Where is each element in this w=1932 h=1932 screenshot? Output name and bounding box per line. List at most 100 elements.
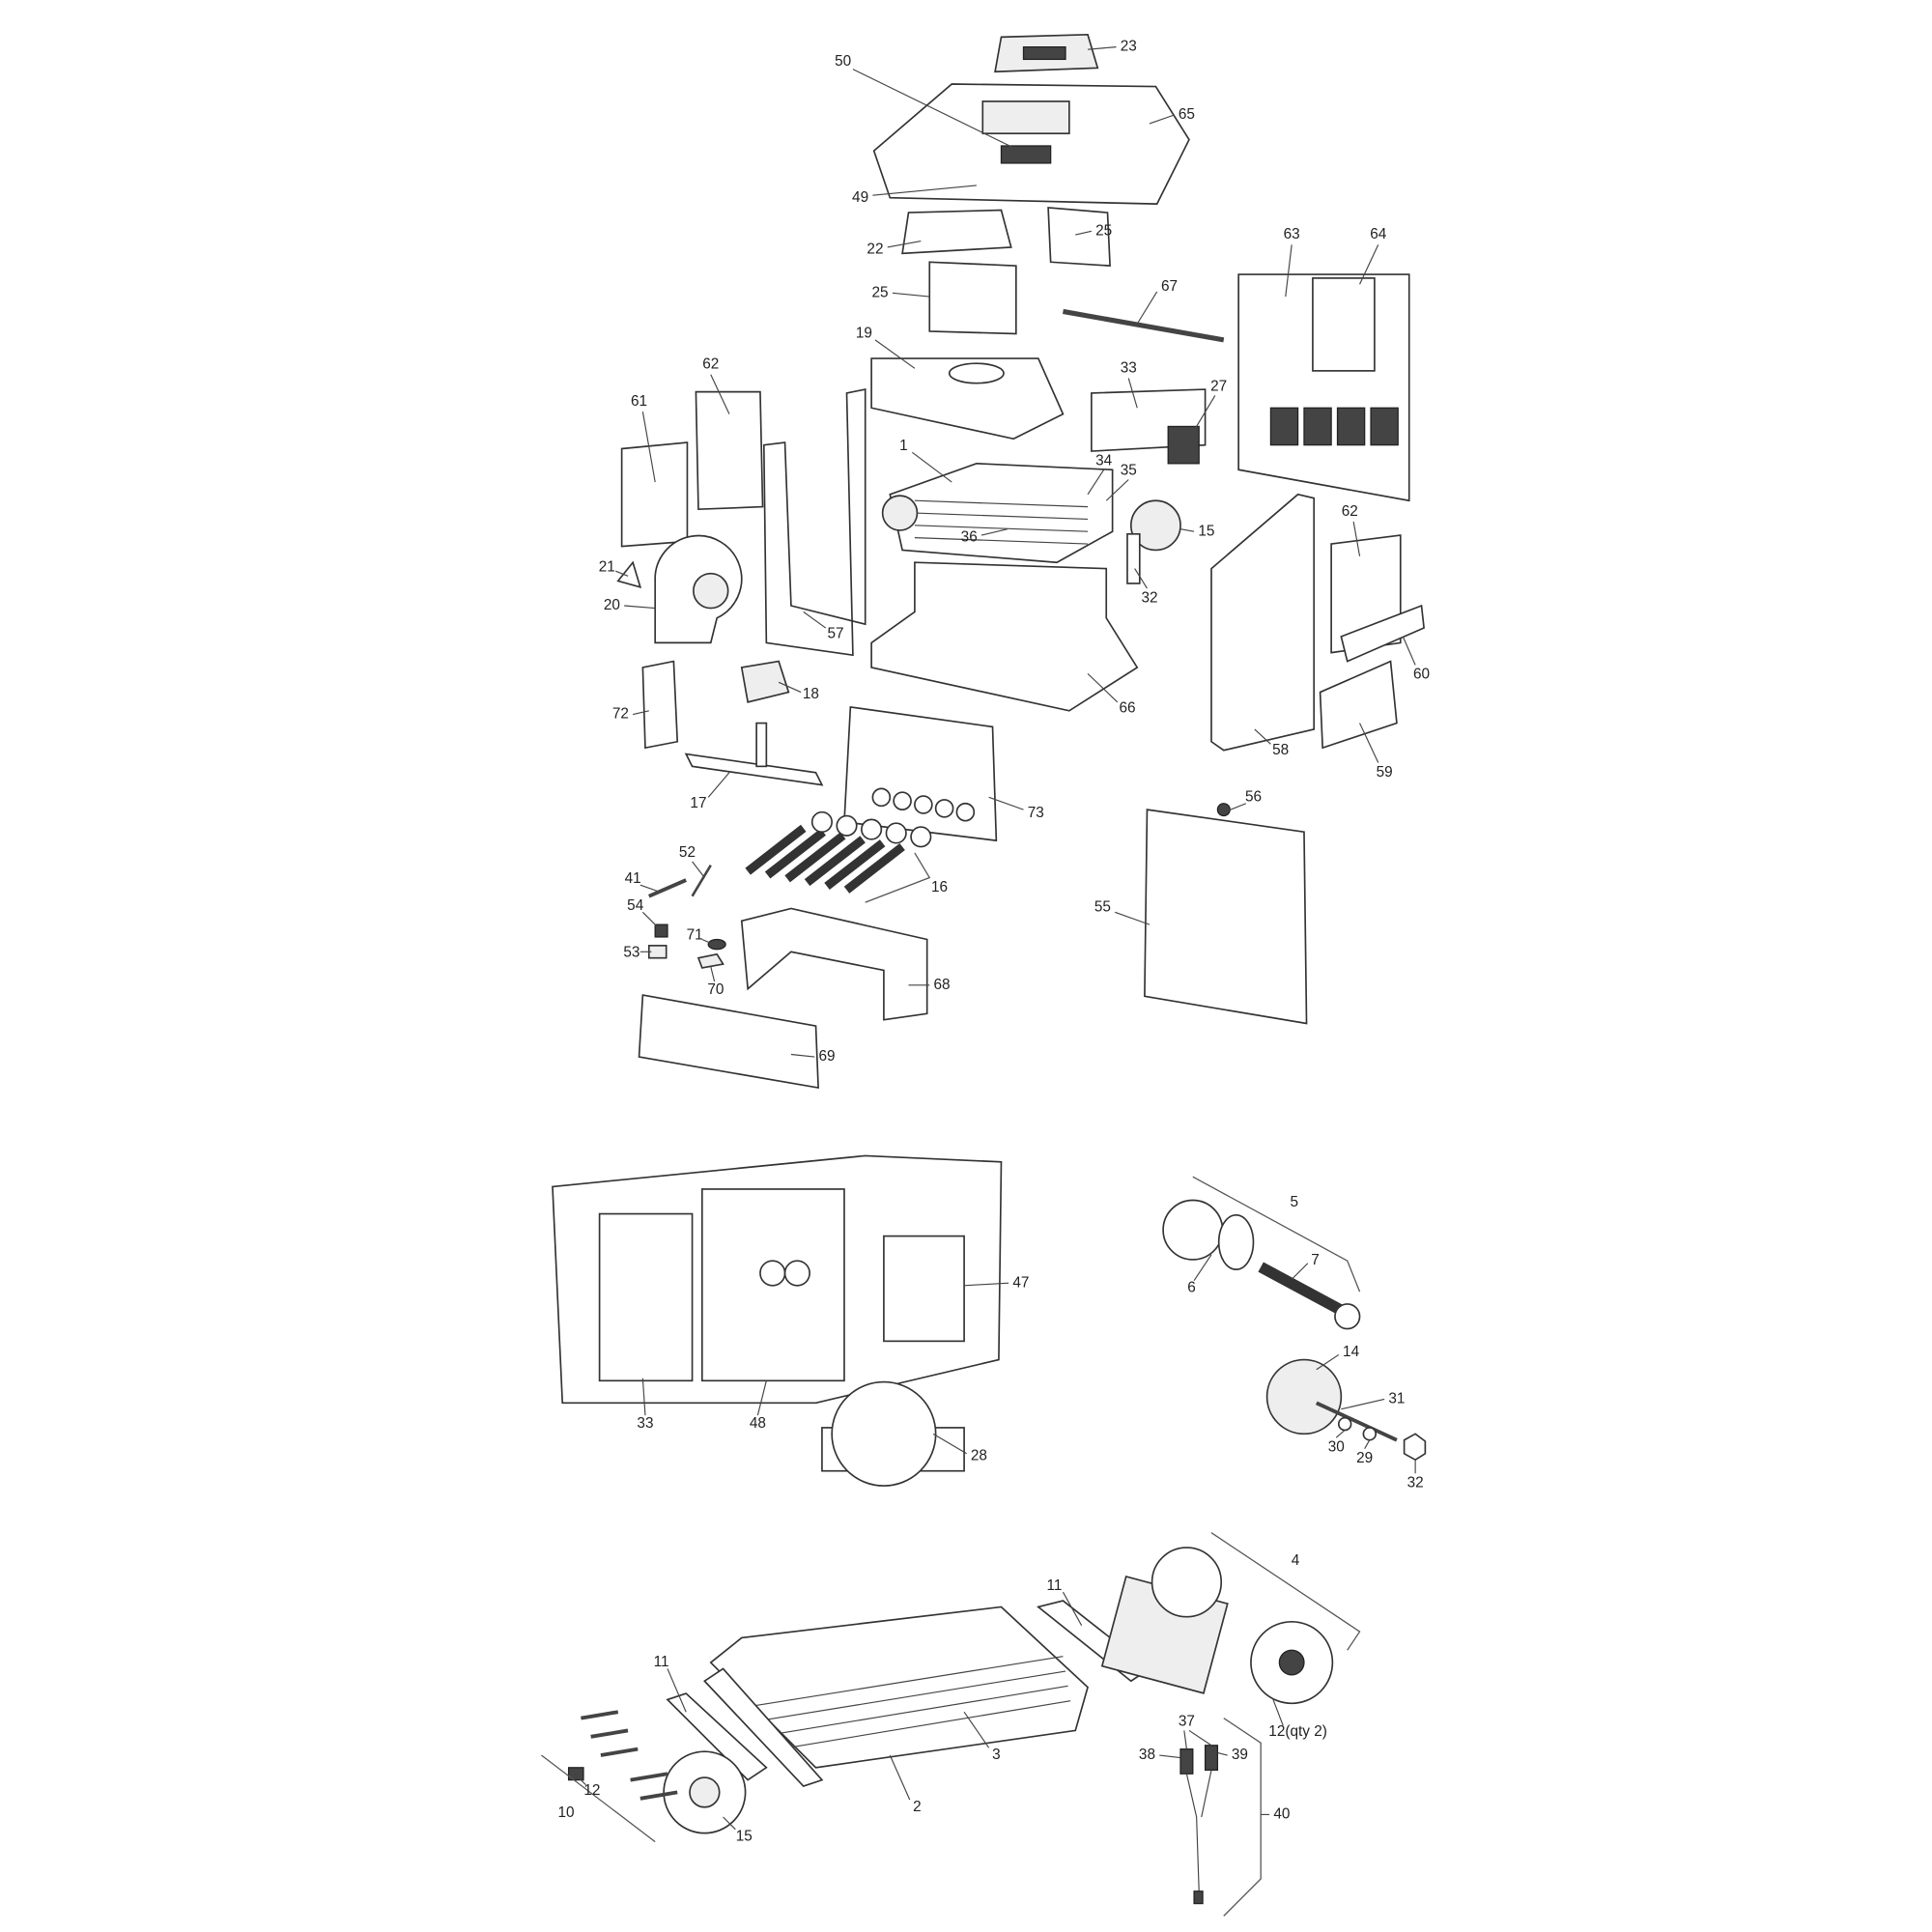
label-49: 49: [852, 189, 868, 206]
part-66-base: [870, 561, 1139, 712]
part-54-clip: [654, 923, 668, 938]
part-25-box: [928, 261, 1017, 335]
label-73: 73: [1028, 805, 1044, 821]
part-15-port: [689, 1776, 721, 1808]
label-50: 50: [835, 53, 851, 70]
label-21: 21: [599, 558, 615, 575]
label-7: 7: [1311, 1252, 1320, 1268]
part-shapes-bottom: [541, 1532, 1361, 1917]
part-5-burner-head: [1162, 1199, 1224, 1261]
part-73-holes: [871, 787, 976, 822]
label-28: 28: [971, 1447, 987, 1463]
label-35: 35: [1121, 463, 1137, 479]
label-56: 56: [1245, 788, 1262, 805]
label-63: 63: [1284, 226, 1300, 242]
callout-labels: 23 50 65 49 22 25 25 67 63 64 19 62 61 3…: [558, 39, 1431, 1845]
label-1: 1: [899, 438, 908, 454]
part-55-door: [1144, 809, 1308, 1025]
label-67: 67: [1161, 278, 1178, 295]
part-6-gasket: [1217, 1214, 1255, 1270]
part-23-inner: [1022, 45, 1066, 61]
label-6: 6: [1187, 1279, 1196, 1295]
label-32: 32: [1141, 589, 1157, 606]
part-68-bracket: [740, 907, 928, 1021]
part-60-strip: [1340, 604, 1425, 663]
label-14: 14: [1343, 1344, 1360, 1360]
part-30-washer: [1337, 1416, 1352, 1432]
label-15: 15: [1198, 523, 1214, 539]
part-67-rod: [1063, 308, 1225, 343]
label-61: 61: [631, 393, 647, 410]
part-69-panel: [638, 994, 819, 1090]
label-2: 2: [913, 1799, 922, 1815]
label-20: 20: [604, 597, 620, 613]
label-72: 72: [612, 706, 629, 723]
label-5: 5: [1290, 1194, 1298, 1210]
label-41: 41: [625, 870, 641, 887]
label-47: 47: [1012, 1274, 1029, 1291]
label-68: 68: [934, 977, 951, 993]
label-37: 37: [1179, 1714, 1195, 1730]
part-56-knob: [1216, 803, 1231, 817]
part-32-nut: [1403, 1433, 1427, 1462]
label-40: 40: [1273, 1806, 1290, 1823]
part-52-sensor: [691, 865, 712, 897]
label-22: 22: [867, 242, 883, 258]
part-71-gasket: [707, 938, 726, 951]
part-4-bracket: [1210, 1532, 1361, 1651]
part-27-valve: [1167, 425, 1200, 465]
part-33-cover: [598, 1212, 694, 1382]
part-70-bracket: [696, 952, 724, 969]
label-12-qty-2: 12(qty 2): [1268, 1723, 1327, 1740]
part-1-left-header: [881, 495, 919, 531]
part-36-tubes: [914, 499, 1089, 545]
label-59: 59: [1377, 764, 1393, 781]
label-70: 70: [707, 981, 724, 998]
label-31: 31: [1388, 1391, 1405, 1407]
label-62: 62: [702, 356, 719, 373]
part-59-strip: [1319, 660, 1398, 750]
part-19-hole: [948, 362, 1005, 384]
label-18: 18: [803, 686, 819, 702]
part-17-pipe: [755, 722, 768, 768]
label-33: 33: [637, 1415, 653, 1432]
label-11: 11: [654, 1654, 669, 1670]
part-19-flue-box: [870, 357, 1065, 440]
label-36: 36: [961, 529, 978, 546]
label-29: 29: [1356, 1450, 1373, 1466]
part-48-component-b: [783, 1260, 810, 1287]
label-34: 34: [1095, 452, 1113, 469]
part-72-bracket: [641, 660, 679, 750]
label-12: 12: [583, 1782, 600, 1799]
part-shapes-upper: [616, 33, 1425, 1090]
part-10-bracket: [541, 1754, 656, 1843]
label-38: 38: [1139, 1747, 1155, 1763]
label-48: 48: [750, 1415, 766, 1432]
part-47-terminal-board: [883, 1235, 965, 1343]
label-54: 54: [627, 897, 644, 914]
part-25-plate: [1047, 207, 1111, 267]
part-48-component-a: [759, 1260, 786, 1287]
label-27: 27: [1210, 379, 1227, 395]
part-40-harness: [1179, 1745, 1219, 1905]
part-11-gasket-left: [666, 1692, 768, 1781]
label-10: 10: [558, 1804, 575, 1821]
part-16-burners: [745, 810, 932, 894]
part-64-plate: [1312, 277, 1376, 372]
part-5-bracket: [1192, 1176, 1361, 1293]
part-57-channel: [762, 388, 867, 657]
label-57: 57: [827, 625, 843, 641]
label-25: 25: [1095, 222, 1112, 239]
part-12-fitting: [567, 1767, 584, 1781]
part-15-header: [1129, 499, 1181, 552]
part-29-washer: [1362, 1427, 1378, 1441]
label-71: 71: [687, 927, 703, 944]
part-1-heat-exchanger: [889, 463, 1114, 564]
label-3: 3: [992, 1747, 1001, 1763]
part-4-port: [1278, 1649, 1305, 1676]
part-32-fitting: [1126, 532, 1141, 584]
part-31-bolt: [1315, 1401, 1398, 1442]
part-65-top-cover: [872, 83, 1190, 205]
